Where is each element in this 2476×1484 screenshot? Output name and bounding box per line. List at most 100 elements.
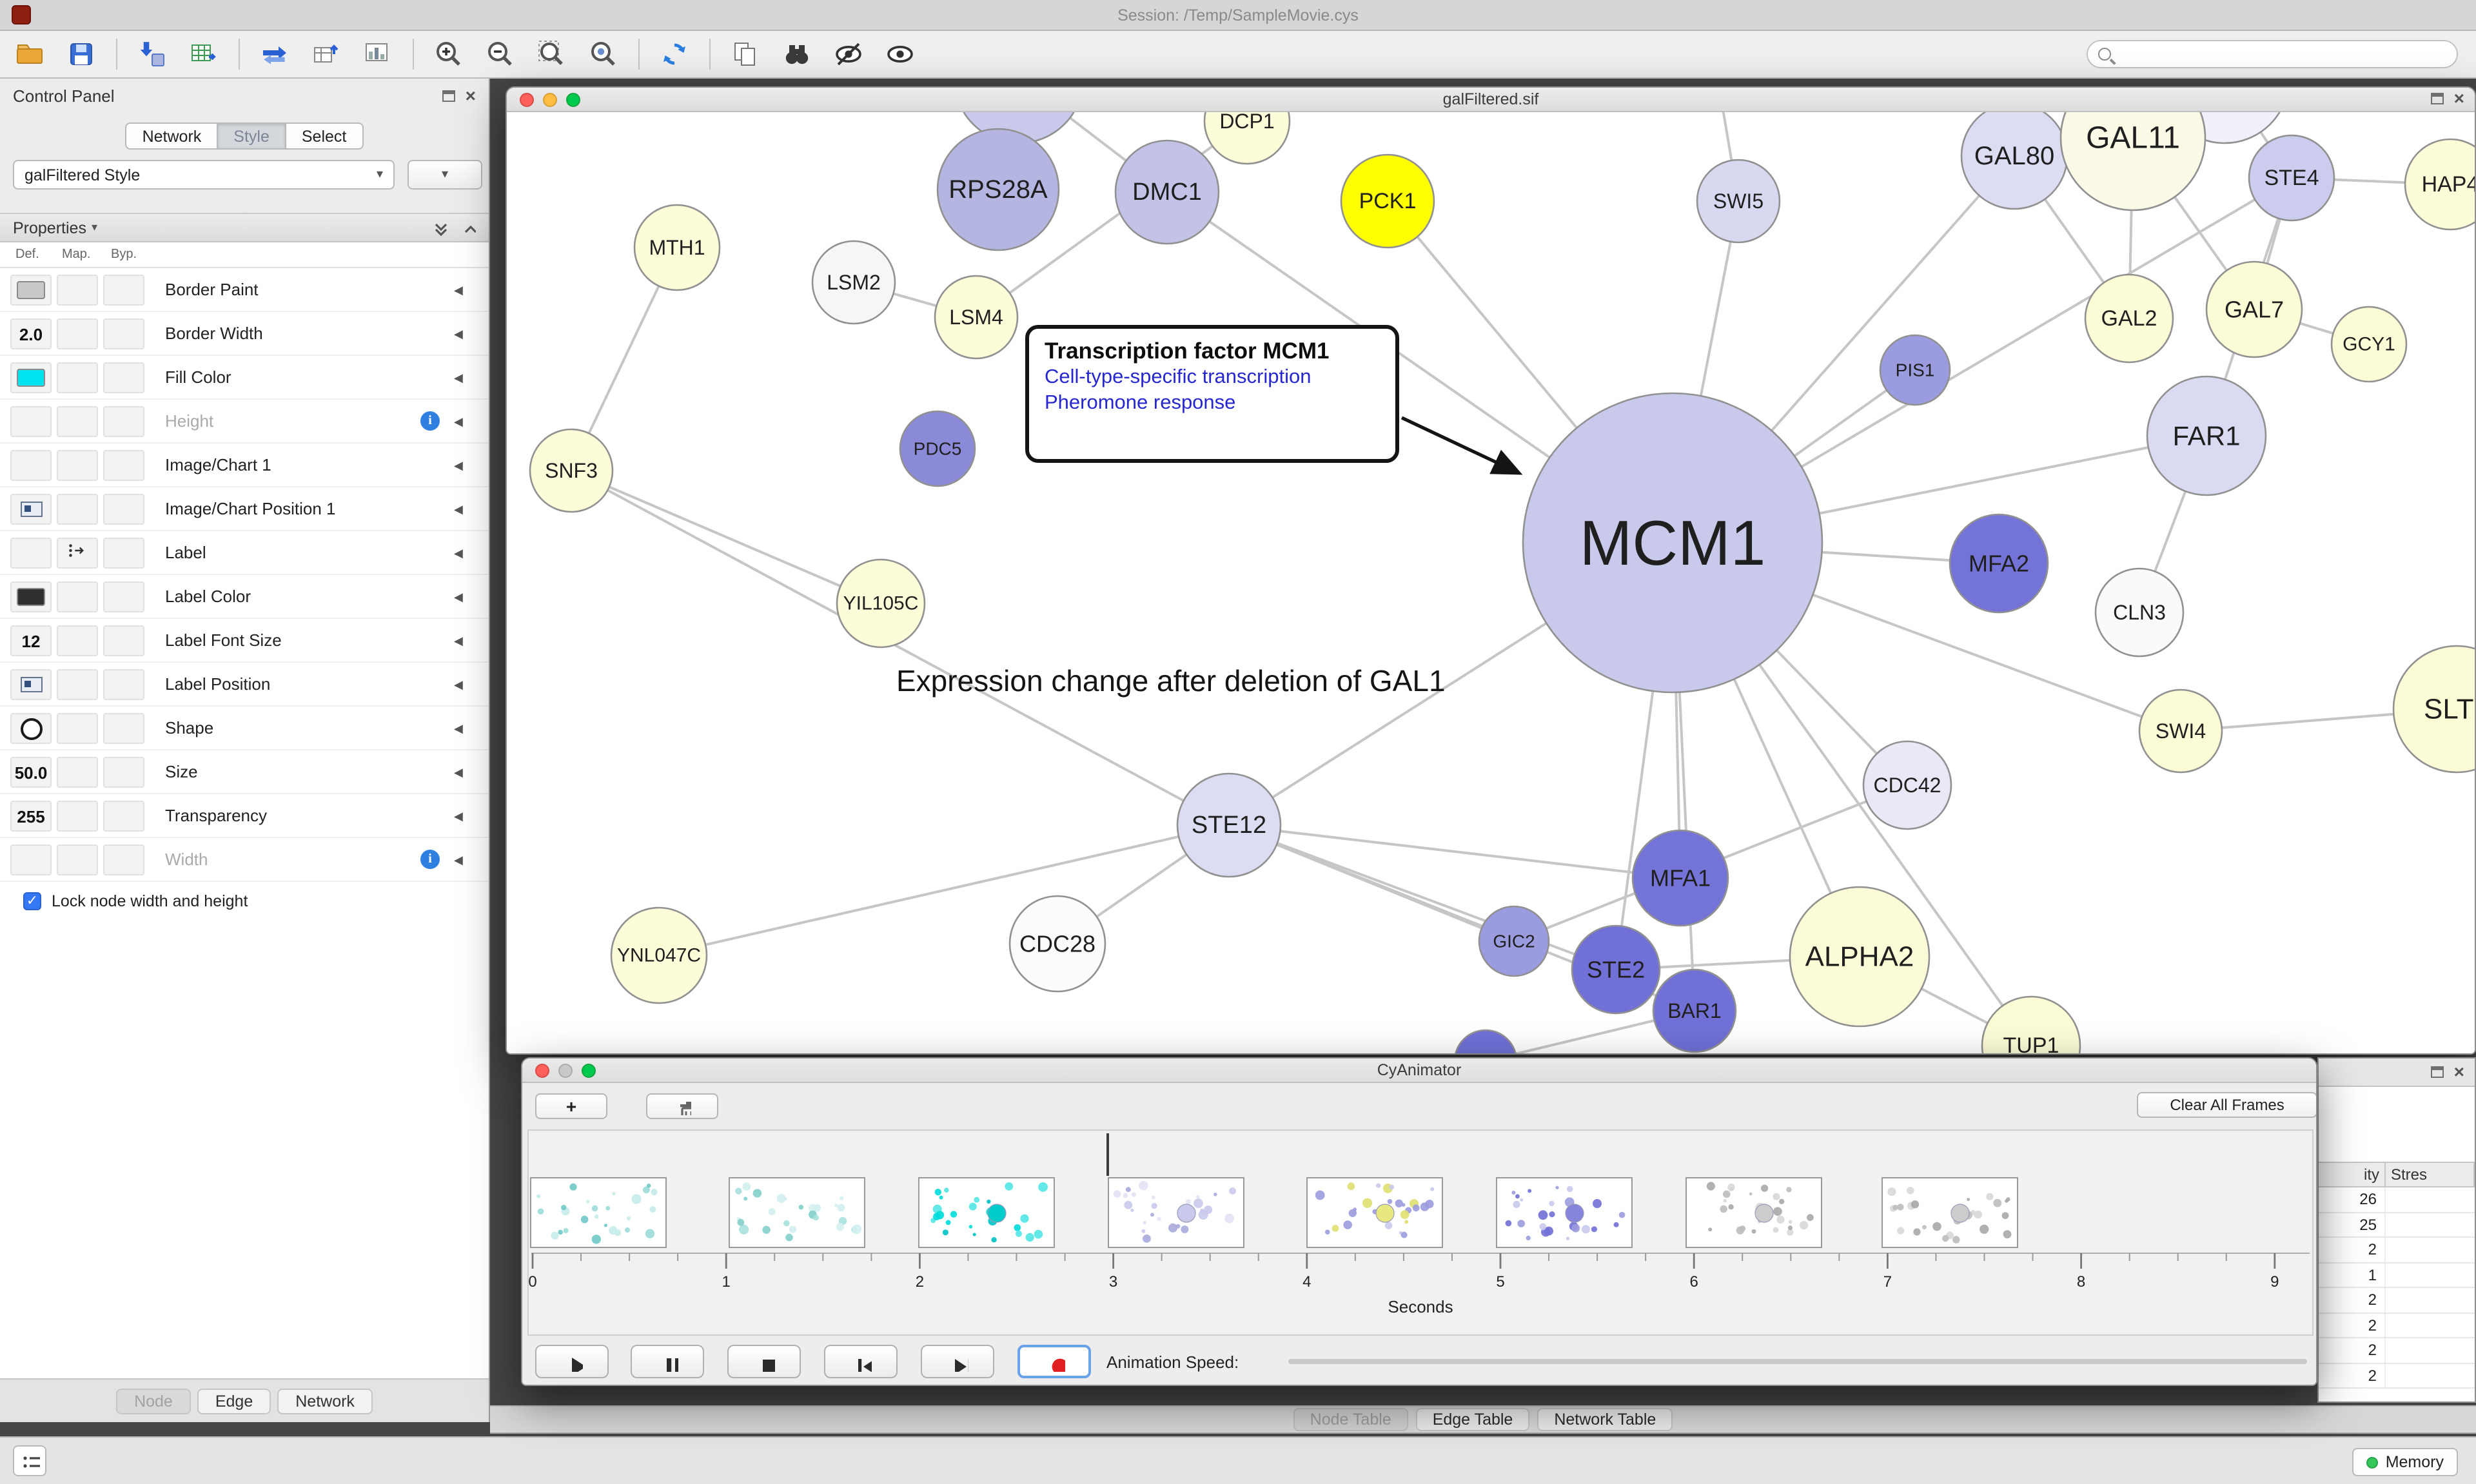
network-node-SNF3[interactable] — [529, 428, 614, 513]
properties-header[interactable]: Properties ▾ — [0, 214, 489, 242]
prop-cell-def[interactable] — [10, 538, 52, 569]
expand-row-icon[interactable]: ◀ — [454, 327, 463, 340]
prop-cell-map[interactable] — [57, 450, 98, 481]
expand-row-icon[interactable]: ◀ — [454, 503, 463, 516]
table-row[interactable]: 26 — [2319, 1187, 2475, 1213]
expand-row-icon[interactable]: ◀ — [454, 678, 463, 691]
network-node-SWI4[interactable] — [2138, 688, 2223, 774]
network-node-GCY1[interactable] — [2330, 306, 2408, 383]
prop-cell-def[interactable] — [10, 713, 52, 744]
info-icon[interactable]: i — [420, 850, 440, 869]
table-row[interactable]: 2 — [2319, 1363, 2475, 1389]
network-node-SWI5[interactable] — [1696, 159, 1781, 244]
property-row-image-chart-position-1[interactable]: Image/Chart Position 1◀ — [0, 487, 489, 531]
minimize-window-icon[interactable] — [558, 1064, 573, 1078]
network-node-FAR1[interactable] — [2146, 375, 2267, 496]
clear-all-frames-button[interactable]: Clear All Frames — [2137, 1092, 2316, 1118]
prop-cell-map[interactable] — [57, 669, 98, 700]
panel-menu-button[interactable] — [13, 1445, 46, 1476]
prop-cell-def[interactable] — [10, 450, 52, 481]
network-node-MFA2[interactable] — [1949, 513, 2049, 614]
table-row[interactable]: 2 — [2319, 1238, 2475, 1263]
prop-cell-byp[interactable] — [103, 538, 144, 569]
table-row[interactable]: 2 — [2319, 1313, 2475, 1338]
frame-thumbnail-2[interactable] — [729, 1177, 865, 1248]
zoom-window-icon[interactable] — [582, 1064, 596, 1078]
prop-cell-def[interactable] — [10, 406, 52, 437]
expand-row-icon[interactable]: ◀ — [454, 634, 463, 647]
prop-cell-map[interactable] — [57, 538, 98, 569]
prop-cell-byp[interactable] — [103, 669, 144, 700]
stop-button[interactable] — [727, 1345, 801, 1378]
show-all-icon[interactable] — [878, 35, 922, 73]
style-tab-node[interactable]: Node — [116, 1388, 191, 1414]
prop-cell-def[interactable]: 255 — [10, 801, 52, 832]
network-node-SLT2[interactable] — [2392, 645, 2476, 774]
network-node-GAL11[interactable] — [2059, 112, 2206, 211]
apply-layout-icon[interactable] — [653, 35, 696, 73]
network-node-PDC5[interactable] — [899, 410, 976, 487]
delete-frame-button[interactable] — [646, 1093, 718, 1119]
network-node-CLN3[interactable] — [2094, 567, 2185, 658]
style-tab-network[interactable]: Network — [277, 1388, 373, 1414]
copy-icon[interactable] — [723, 35, 767, 73]
frame-thumbnail-3[interactable] — [918, 1177, 1055, 1248]
hide-selected-icon[interactable] — [827, 35, 870, 73]
find-icon[interactable] — [775, 35, 819, 73]
style-options-button[interactable]: ▾ — [408, 160, 482, 190]
prop-cell-map[interactable] — [57, 801, 98, 832]
expand-row-icon[interactable]: ◀ — [454, 766, 463, 779]
zoom-out-icon[interactable] — [478, 35, 522, 73]
prop-cell-map[interactable] — [57, 581, 98, 612]
memory-button[interactable]: Memory — [2352, 1448, 2458, 1476]
prop-cell-def[interactable] — [10, 494, 52, 525]
property-row-label-position[interactable]: Label Position◀ — [0, 663, 489, 707]
prop-cell-byp[interactable] — [103, 406, 144, 437]
tab-node-table[interactable]: Node Table — [1293, 1408, 1408, 1431]
network-node-ALPHA2[interactable] — [1789, 886, 1931, 1028]
prop-cell-byp[interactable] — [103, 275, 144, 306]
export-table-icon[interactable] — [304, 35, 348, 73]
import-network-icon[interactable] — [130, 35, 174, 73]
prop-cell-def[interactable] — [10, 581, 52, 612]
prop-cell-def[interactable] — [10, 845, 52, 875]
frame-thumbnail-6[interactable] — [1496, 1177, 1633, 1248]
frame-thumbnail-1[interactable] — [530, 1177, 667, 1248]
table-row[interactable]: 1 — [2319, 1263, 2475, 1288]
float-panel-icon[interactable] — [442, 90, 455, 101]
add-frame-button[interactable]: + — [535, 1093, 607, 1119]
property-row-image-chart-1[interactable]: Image/Chart 1◀ — [0, 444, 489, 487]
lock-size-checkbox[interactable]: ✓ — [23, 892, 41, 910]
network-node-BAR1[interactable] — [1652, 968, 1737, 1053]
prop-cell-byp[interactable] — [103, 318, 144, 349]
tab-style[interactable]: Style — [218, 122, 286, 150]
float-table-icon[interactable] — [2430, 1066, 2444, 1077]
pause-button[interactable] — [631, 1345, 704, 1378]
zoom-in-icon[interactable] — [427, 35, 471, 73]
prop-cell-map[interactable] — [57, 275, 98, 306]
network-node-MTH1[interactable] — [633, 204, 721, 291]
expand-row-icon[interactable]: ◀ — [454, 722, 463, 735]
network-node-PIS1[interactable] — [1879, 334, 1951, 406]
network-node-DCP1[interactable] — [1203, 112, 1291, 165]
network-node-LSM4[interactable] — [934, 275, 1019, 360]
previous-frame-button[interactable] — [824, 1345, 898, 1378]
expand-row-icon[interactable]: ◀ — [454, 371, 463, 384]
close-window-icon[interactable] — [535, 1064, 549, 1078]
table-row[interactable]: 2 — [2319, 1288, 2475, 1313]
close-view-icon[interactable]: × — [2453, 88, 2464, 108]
property-row-label-color[interactable]: Label Color◀ — [0, 575, 489, 619]
style-selector[interactable]: galFiltered Style ▾ — [13, 160, 395, 190]
network-node-YNL047C[interactable] — [610, 906, 708, 1004]
tab-edge-table[interactable]: Edge Table — [1415, 1408, 1530, 1431]
next-frame-button[interactable] — [921, 1345, 994, 1378]
animator-titlebar[interactable]: CyAnimator — [522, 1059, 2316, 1083]
slider-track[interactable] — [1288, 1359, 2307, 1364]
float-window-icon[interactable] — [2430, 92, 2444, 104]
prop-cell-def[interactable] — [10, 275, 52, 306]
animation-speed-slider[interactable] — [1288, 1345, 2307, 1378]
